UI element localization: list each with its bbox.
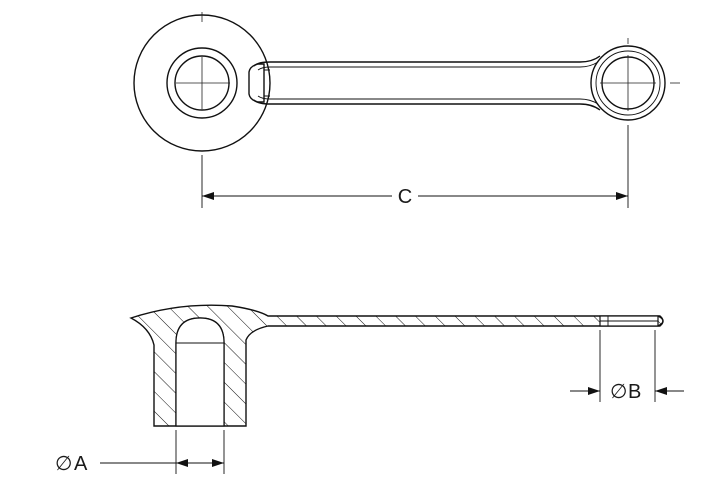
strap-outline (253, 55, 601, 111)
section-bore (175, 317, 225, 427)
large-ring-inner (166, 47, 238, 119)
dimension-b-label: B (628, 381, 641, 403)
dimension-b: ∅ B (570, 330, 684, 403)
top-view (133, 12, 680, 152)
dimension-a-diameter-symbol: ∅ (55, 451, 72, 475)
small-ring-outer (590, 45, 666, 121)
section-view (129, 304, 664, 427)
dimension-a: ∅ A (55, 430, 225, 475)
dimension-b-diameter-symbol: ∅ (610, 379, 627, 403)
dimension-c: C (201, 125, 629, 208)
small-ring-rim (595, 50, 661, 116)
dimension-c-label: C (398, 186, 412, 208)
dimension-a-label: A (74, 453, 88, 475)
